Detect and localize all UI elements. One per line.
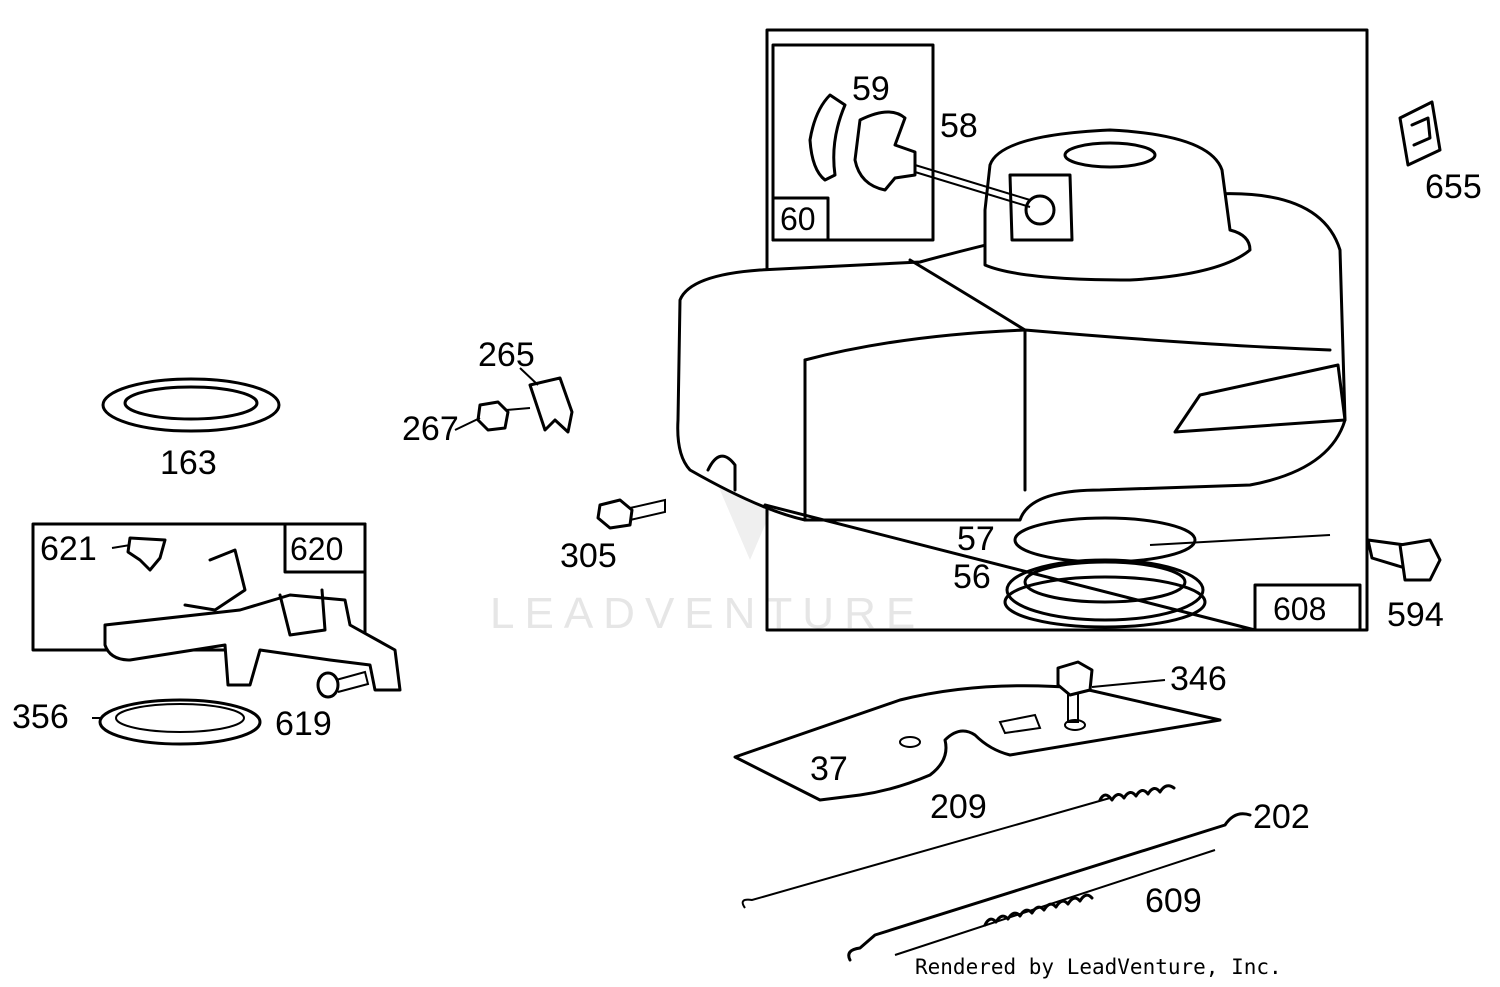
bolt-305-head	[596, 498, 634, 530]
throttle-link-spring	[983, 893, 1094, 927]
bolt-305: 305	[560, 498, 666, 575]
pulley-outer	[1005, 558, 1205, 622]
starter-handle	[808, 93, 1031, 208]
housing-bottom-line	[763, 503, 1257, 632]
credit-text: Rendered by LeadVenture, Inc.	[915, 955, 1282, 979]
leader-265	[519, 367, 539, 386]
callout-608[interactable]: 608	[1273, 591, 1326, 627]
callout-58[interactable]: 58	[940, 107, 978, 145]
clip-655: 655	[1398, 100, 1482, 206]
link-609: 609	[894, 849, 1216, 956]
nut-icon	[476, 400, 510, 432]
starter-hub	[1063, 141, 1157, 169]
callout-209[interactable]: 209	[930, 788, 987, 826]
label-box-60	[771, 196, 830, 242]
callout-621[interactable]: 621	[40, 530, 97, 568]
starter-handle-block	[1008, 173, 1074, 242]
handle-grip	[808, 93, 847, 182]
callout-356[interactable]: 356	[12, 698, 69, 736]
link-202: 202	[847, 798, 1310, 962]
nut-thread	[505, 407, 531, 411]
callout-57[interactable]: 57	[957, 520, 995, 558]
rewind-starter	[983, 128, 1252, 282]
washer-outer	[101, 377, 281, 433]
plate-hole	[899, 736, 921, 748]
bracket-265: 265	[478, 336, 574, 434]
callout-655[interactable]: 655	[1425, 168, 1482, 206]
housing-edge-3	[1023, 328, 1332, 352]
screw-346-head	[1056, 660, 1094, 697]
housing-vent	[1173, 363, 1347, 434]
plate-slot	[998, 713, 1042, 735]
callout-346[interactable]: 346	[1170, 660, 1227, 698]
air-guide-plate	[733, 684, 1222, 802]
governor-spring-coil	[1098, 784, 1176, 802]
housing-top-seam	[908, 258, 1027, 332]
governor-lever	[103, 593, 402, 692]
screw-346-shank	[1067, 692, 1079, 723]
recoil-spring	[1013, 516, 1197, 564]
washer-inner	[123, 385, 259, 421]
bolt-594: 594	[1366, 538, 1444, 634]
starter-pulley	[1003, 516, 1331, 629]
callout-619[interactable]: 619	[275, 705, 332, 743]
group-box-60	[771, 43, 935, 242]
screw-619-head	[316, 671, 340, 699]
callout-305[interactable]: 305	[560, 537, 617, 575]
handle-insert	[853, 110, 917, 192]
housing-tab	[706, 454, 737, 492]
ring-inner	[115, 703, 245, 733]
pulley-rim	[1003, 575, 1207, 629]
plate-screw-hole	[1064, 719, 1086, 731]
spring-tail	[1149, 534, 1331, 546]
screw-619: 619	[275, 670, 370, 743]
governor-link-rod	[847, 812, 1252, 962]
housing-edge-2	[803, 328, 1027, 492]
air-guide-37: 37	[733, 684, 1222, 802]
callout-609[interactable]: 609	[1145, 882, 1202, 920]
governor-clip	[126, 536, 167, 572]
governor-group: 620 621	[31, 522, 402, 692]
ring-outer	[98, 698, 262, 746]
leader-267	[454, 417, 481, 431]
callout-37[interactable]: 37	[810, 750, 848, 788]
governor-link	[278, 588, 327, 637]
callout-265[interactable]: 265	[478, 336, 535, 374]
ring-356: 356	[12, 698, 262, 746]
clip-icon	[1398, 100, 1442, 167]
governor-arm	[183, 548, 247, 612]
spring-209: 209	[741, 784, 1176, 909]
callout-163[interactable]: 163	[160, 444, 217, 482]
callout-59[interactable]: 59	[852, 70, 890, 108]
washer-163: 163	[101, 377, 281, 482]
callout-620[interactable]: 620	[290, 531, 343, 567]
callout-202[interactable]: 202	[1253, 798, 1310, 836]
nut-267: 267	[402, 400, 531, 448]
bracket-icon	[528, 376, 574, 434]
callout-60[interactable]: 60	[780, 201, 816, 237]
callout-56[interactable]: 56	[953, 558, 991, 596]
starter-rope	[914, 164, 1031, 201]
screw-619-shank	[335, 670, 370, 693]
pulley-inner	[1023, 560, 1187, 604]
label-box-608	[1253, 583, 1362, 632]
leader-346	[1091, 679, 1166, 688]
governor-spring-wire	[741, 797, 1111, 909]
starter-rope-2	[914, 171, 1031, 208]
bolt-594-head	[1398, 538, 1442, 582]
bolt-305-shank	[629, 498, 666, 521]
clip-detail	[1410, 116, 1432, 147]
leader-621	[111, 544, 131, 549]
label-box-620	[283, 522, 367, 574]
throttle-link-rod	[894, 849, 1216, 956]
starter-rope-eye	[1024, 194, 1056, 226]
callout-594[interactable]: 594	[1387, 596, 1444, 634]
screw-346: 346	[1056, 660, 1227, 723]
blower-housing-group: 608 60 5	[676, 28, 1369, 632]
callout-267[interactable]: 267	[402, 410, 459, 448]
